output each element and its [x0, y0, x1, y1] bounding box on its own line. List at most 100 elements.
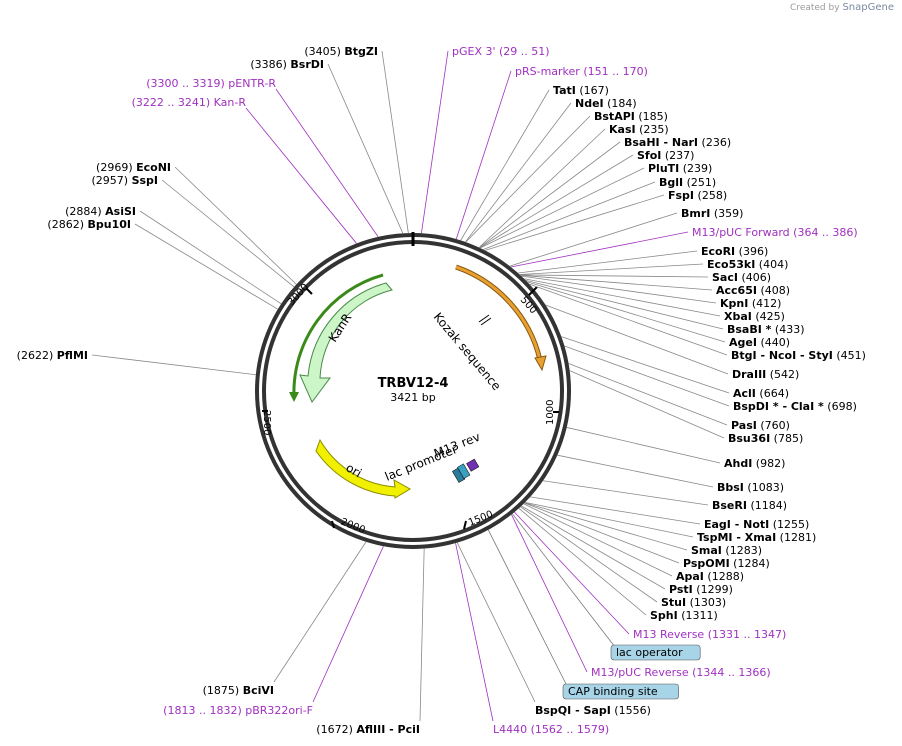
enzyme-label-27: EagI - NotI (1255) [704, 518, 809, 531]
enzyme-label-28: TspMI - XmaI (1281) [697, 531, 816, 544]
enzyme-leader [561, 336, 730, 394]
enzyme-leader [530, 496, 701, 525]
enzyme-label-6: PluTI (239) [648, 162, 712, 175]
ori-feature[interactable] [315, 438, 411, 499]
enzyme-leader [483, 181, 656, 250]
enzyme-leader [524, 502, 688, 551]
lac-promoter-feature[interactable] [452, 458, 480, 483]
enzyme-label-26: BseRI (1184) [712, 499, 787, 512]
enzyme-leader [520, 274, 713, 291]
enzyme-label-20: AclI (664) [733, 387, 789, 400]
enzyme-leader [529, 283, 728, 356]
enzyme-label-2: BstAPI (185) [594, 110, 668, 123]
enzyme-label-7: BglI (251) [659, 176, 716, 189]
enzyme-leader [543, 480, 709, 506]
enzyme-label-21: BspDI * - ClaI * (698) [733, 400, 857, 413]
bottom-enzyme-leader [419, 548, 425, 722]
enzyme-label-12: SacI (406) [712, 271, 771, 284]
left-enzyme-label-0: (2622) PflMI [17, 349, 88, 362]
left-primer-leader [245, 107, 357, 244]
lac-operator-box-text: lac operator [616, 646, 683, 659]
enzyme-leader [465, 102, 572, 243]
left-enzyme-label-6: (3405) BtgZI [304, 45, 378, 58]
enzyme-leader [519, 263, 704, 275]
enzyme-label-8: FspI (258) [668, 189, 727, 202]
tick-label-1000: 1000 [545, 400, 556, 425]
bottom-enzyme-label-0: BspQI - SapI (1556) [535, 704, 651, 717]
enzyme-leader [478, 128, 606, 248]
left-enzyme-label-5: (3386) BsrDI [250, 58, 324, 71]
enzyme-leader [527, 281, 726, 343]
left-enzyme-leader [139, 210, 282, 305]
left-enzyme-leader [91, 354, 256, 376]
left-enzyme-label-4: (2969) EcoNI [96, 161, 171, 174]
enzyme-label-4: BsaHI - NarI (236) [624, 136, 731, 149]
enzyme-label-13: Acc65I (408) [716, 284, 790, 297]
enzyme-leader [525, 279, 724, 330]
enzyme-label-15: XbaI (425) [724, 310, 785, 323]
kanr-outline-arc [292, 273, 384, 398]
cap-binding-site-box [562, 683, 679, 700]
kozak-arrow-head [534, 355, 547, 372]
left-enzyme-label-2: (2884) AsiSI [65, 205, 136, 218]
bottom-enzyme-label-2: (1875) BciVI [203, 684, 274, 697]
enzyme-label-0: TatI (167) [553, 84, 609, 97]
snapgene-brand: SnapGene [842, 2, 894, 13]
ori-label: ori [344, 460, 365, 480]
tick-marks [262, 286, 559, 530]
left-enzyme-leader [381, 50, 409, 234]
left-primer-label-1: (3300 .. 3319) pENTR-R [146, 77, 276, 90]
primer-label-2: M13/pUC Forward (364 .. 386) [692, 226, 858, 239]
bottom-primer-label-1: (1813 .. 1832) pBR322ori-F [163, 704, 313, 717]
enzyme-leader [524, 278, 721, 317]
cap-binding-site-box-leader [487, 529, 568, 687]
enzyme-leader [557, 454, 714, 488]
enzyme-leader [545, 304, 729, 375]
enzyme-label-16: BsaBI * (433) [727, 323, 805, 336]
enzyme-label-3: KasI (235) [609, 123, 669, 136]
enzyme-leader [520, 506, 658, 603]
bottom-enzyme-leader [273, 541, 367, 683]
m13-rev-label: M13 rev [432, 430, 482, 461]
cap-binding-site-box-text: CAP binding site [568, 685, 658, 698]
primer-leader [455, 70, 512, 240]
tick-label-2500: 2500 [261, 410, 272, 435]
snapgene-credit: Created by SnapGene [790, 2, 894, 13]
enzyme-leader [521, 505, 666, 590]
kanr-outline-head [289, 392, 299, 402]
enzyme-leader [524, 502, 680, 564]
enzyme-leader [569, 370, 725, 439]
leader-lines [91, 50, 730, 722]
enzyme-leader [520, 274, 709, 278]
bottom-primer-label-0: L4440 (1562 .. 1579) [493, 723, 609, 736]
left-enzyme-leader [174, 166, 297, 285]
left-enzyme-leader [134, 223, 279, 310]
enzyme-label-19: DraIII (542) [732, 368, 799, 381]
enzyme-leader [564, 345, 730, 407]
enzyme-leader [479, 154, 634, 249]
enzyme-leader [566, 427, 721, 464]
lac-operator-box [610, 644, 701, 661]
left-enzyme-label-1: (2862) Bpu10I [47, 218, 131, 231]
enzyme-label-29: SmaI (1283) [691, 544, 762, 557]
primer-label-1: pRS-marker (151 .. 170) [515, 65, 648, 78]
enzyme-label-23: Bsu36I (785) [728, 432, 803, 445]
enzyme-label-31: ApaI (1288) [676, 570, 744, 583]
kozak-arc [455, 265, 542, 361]
left-primer-leader [275, 88, 379, 238]
enzyme-leader [460, 89, 550, 241]
enzyme-label-14: KpnI (412) [720, 297, 781, 310]
enzyme-leader [479, 141, 621, 248]
bottom-enzyme-leader [456, 542, 536, 703]
enzyme-label-22: PasI (760) [731, 419, 790, 432]
bottom-primer-leader [455, 543, 494, 722]
primer-leader [421, 50, 449, 234]
kozak-marker [478, 314, 492, 326]
left-enzyme-leader [161, 179, 295, 288]
left-primer-label-0: (3222 .. 3241) Kan-R [132, 96, 247, 109]
kanr-feature[interactable] [299, 282, 393, 403]
enzyme-label-5: SfoI (237) [637, 149, 694, 162]
enzyme-leader [518, 508, 647, 616]
primer-leader [510, 231, 689, 268]
